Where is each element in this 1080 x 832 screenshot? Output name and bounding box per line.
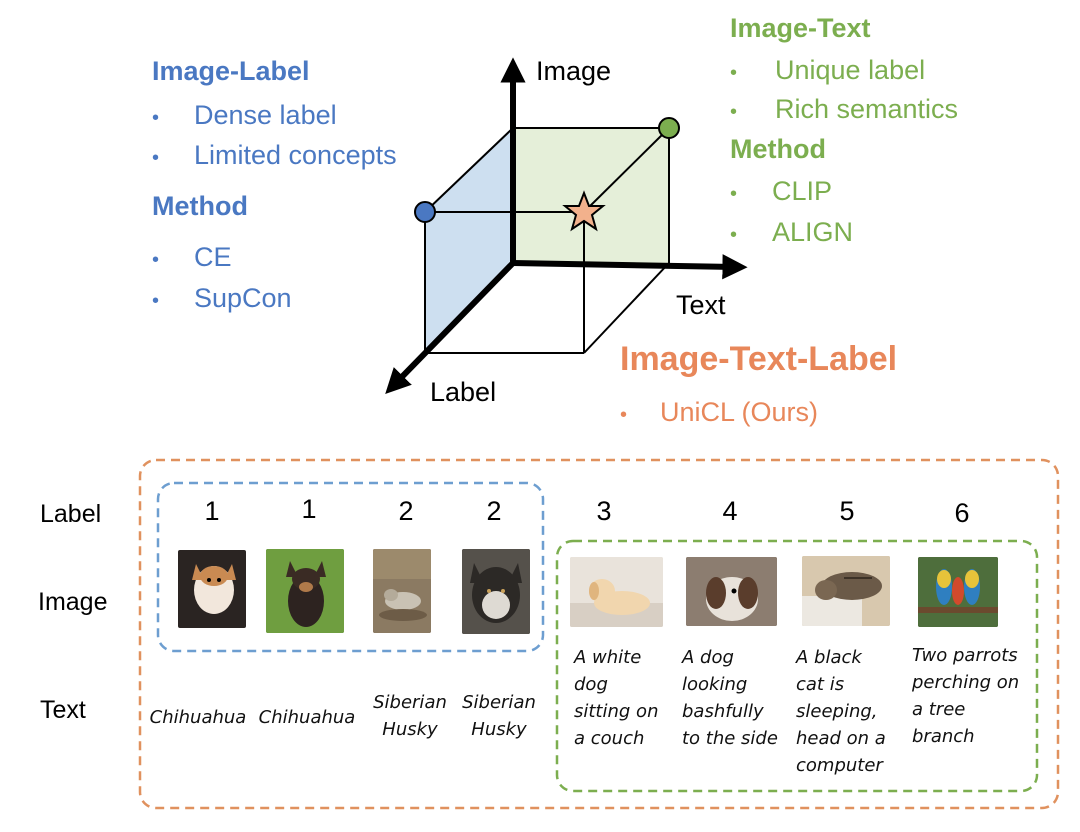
image-label-title: Image-Label bbox=[152, 56, 310, 86]
photo-cat-sleeping bbox=[802, 556, 890, 626]
sample-label: 2 bbox=[398, 496, 414, 526]
image-label-method-title: Method bbox=[152, 191, 248, 221]
image-text-label-title: Image-Text-Label bbox=[620, 340, 898, 378]
sample-label: 2 bbox=[486, 496, 502, 526]
photo-white-dog bbox=[570, 557, 663, 627]
label-axis-label: Label bbox=[430, 377, 497, 407]
image-text-label-star-icon bbox=[562, 190, 606, 232]
row-label-label: Label bbox=[40, 500, 102, 528]
photo-husky-1 bbox=[373, 549, 431, 633]
photo-chihuahua-1 bbox=[178, 550, 246, 628]
image-text-label-item: •UniCL (Ours) bbox=[620, 397, 819, 427]
label-axis bbox=[385, 260, 516, 395]
image-text-title: Image-Text bbox=[730, 13, 871, 43]
text-axis bbox=[512, 254, 748, 280]
image-text-item: •Unique label bbox=[730, 55, 926, 85]
photo-chihuahua-2 bbox=[266, 549, 344, 633]
row-label-image: Image bbox=[38, 588, 108, 616]
sample-caption: Chihuahua bbox=[258, 707, 356, 728]
photo-dog-looking bbox=[686, 557, 777, 626]
image-label-item: •Limited concepts bbox=[152, 140, 397, 170]
sample-label: 3 bbox=[596, 496, 612, 526]
sample-label: 1 bbox=[204, 496, 220, 526]
sample-label: 1 bbox=[301, 494, 317, 524]
sample-caption: Chihuahua bbox=[149, 707, 247, 728]
image-text-point bbox=[658, 117, 680, 139]
sample-label: 4 bbox=[722, 496, 738, 526]
row-label-text: Text bbox=[40, 696, 86, 724]
text-axis-label: Text bbox=[676, 290, 726, 320]
image-label-method: •SupCon bbox=[152, 283, 292, 313]
image-text-item: •Rich semantics bbox=[730, 94, 959, 124]
sample-label: 5 bbox=[839, 496, 855, 526]
text-group-box bbox=[555, 539, 1039, 793]
image-label-point bbox=[414, 201, 436, 223]
image-axis-label: Image bbox=[536, 56, 612, 86]
image-label-plane bbox=[425, 128, 513, 353]
image-text-method: •CLIP bbox=[730, 176, 833, 206]
image-label-item: •Dense label bbox=[152, 100, 337, 130]
photo-husky-2 bbox=[462, 549, 530, 634]
image-label-method: •CE bbox=[152, 242, 232, 272]
photo-parrots bbox=[918, 557, 998, 627]
image-text-method-title: Method bbox=[730, 134, 826, 164]
outer-group-box bbox=[138, 458, 1060, 810]
image-text-plane bbox=[513, 128, 669, 263]
image-text-method: •ALIGN bbox=[730, 217, 854, 247]
sample-label: 6 bbox=[954, 498, 970, 528]
